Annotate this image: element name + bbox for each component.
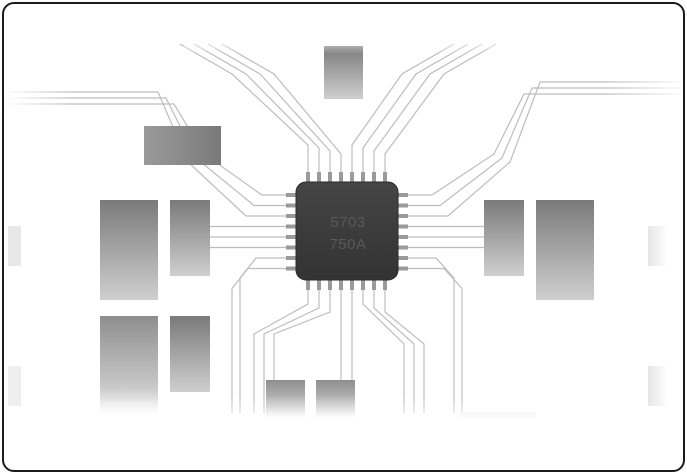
chip-pin [317, 280, 321, 290]
chip-pin [286, 245, 296, 250]
trace [179, 43, 309, 172]
component-left-tall [100, 200, 158, 300]
circuit-board: 5703 750A [4, 34, 683, 426]
trace [231, 267, 286, 414]
chip-pin [398, 256, 408, 260]
chip-pin [286, 193, 296, 197]
component-right-tall [536, 200, 594, 300]
trace [408, 87, 683, 207]
chip-pin [286, 203, 296, 208]
chip-pin [383, 280, 387, 290]
chip-marking-line1: 5703 [330, 214, 365, 231]
chip-pin [350, 172, 354, 182]
trace [408, 257, 455, 414]
trace [263, 290, 320, 414]
trace [362, 43, 469, 172]
component-edge-right-top [648, 226, 668, 266]
trace [207, 43, 331, 172]
component-left-mid [170, 200, 210, 276]
fade-overlay-right [604, 64, 683, 144]
chip-pin [398, 245, 408, 250]
chip-pin [398, 214, 408, 218]
component-edge-left-top [8, 226, 21, 266]
trace [221, 43, 342, 172]
trace [384, 43, 497, 172]
component-left-bottom-mid [170, 316, 210, 392]
chip-pin [306, 280, 310, 290]
chip-pin [398, 193, 408, 197]
chip-pin [339, 172, 343, 182]
trace [373, 43, 483, 172]
fade-overlay-bottom [84, 396, 564, 426]
trace [408, 267, 463, 414]
trace [373, 290, 415, 414]
chip-pin [286, 214, 296, 218]
component-left-wide [144, 126, 221, 165]
microchip-icon: 5703 750A [295, 181, 399, 281]
component-edge-right-bottom [648, 366, 668, 406]
chip-pin [286, 256, 296, 260]
component-right-mid [484, 200, 524, 276]
fade-overlay-left [4, 64, 74, 144]
component-top-center [324, 46, 363, 99]
chip-pin [286, 235, 296, 239]
chip-pin [372, 280, 376, 290]
chip-pin [306, 172, 310, 182]
circuit-traces [4, 43, 683, 414]
chip-marking-line2: 750A [329, 236, 366, 253]
chip-pin [286, 224, 296, 229]
chip-pin [398, 235, 408, 239]
trace [384, 290, 425, 414]
chip-pin [317, 172, 321, 182]
trace [253, 290, 309, 414]
trace [408, 81, 683, 217]
chip-pin [398, 266, 408, 271]
trace [351, 43, 455, 172]
chip-pin [350, 280, 354, 290]
trace [193, 43, 320, 172]
component-edge-left-bottom [8, 366, 21, 406]
chip-pin [328, 280, 332, 290]
chip-pin [372, 172, 376, 182]
chip-pin [286, 266, 296, 271]
chip-pin [398, 224, 408, 229]
chip-pin [328, 172, 332, 182]
chip-pin [361, 172, 365, 182]
chip-pin [361, 280, 365, 290]
trace [362, 290, 405, 414]
fade-overlay-top [184, 34, 504, 54]
chip-pins [286, 172, 408, 290]
chip-pin [383, 172, 387, 182]
chip-pin [339, 280, 343, 290]
chip-pin [398, 203, 408, 208]
trace [408, 93, 683, 196]
trace [273, 290, 331, 414]
